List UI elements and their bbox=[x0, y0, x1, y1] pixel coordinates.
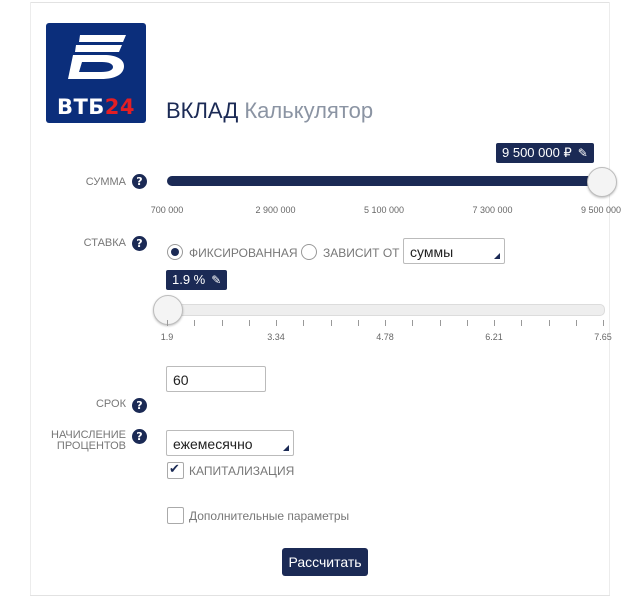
amount-tick-label: 9 500 000 bbox=[580, 205, 622, 215]
page-top-border bbox=[30, 2, 610, 3]
logo-text: ВТБ24 bbox=[56, 95, 136, 119]
calculate-button[interactable]: Рассчитать bbox=[282, 548, 368, 576]
title-sub: Калькулятор bbox=[244, 98, 374, 123]
select-arrow-icon bbox=[283, 445, 289, 451]
amount-label: СУММА bbox=[85, 176, 126, 188]
interest-frequency-value: ежемесячно bbox=[173, 436, 253, 452]
edit-icon[interactable]: ✎ bbox=[577, 146, 588, 160]
vtb24-logo: ВТБ24 bbox=[46, 23, 146, 123]
rate-tick-mark bbox=[167, 320, 168, 326]
rate-value: 1.9 % bbox=[172, 272, 206, 287]
rate-tick-mark bbox=[221, 320, 223, 326]
amount-value-badge[interactable]: 9 500 000 ₽ ✎ bbox=[496, 143, 594, 163]
amount-slider-fill bbox=[167, 176, 601, 186]
select-arrow-icon bbox=[494, 253, 500, 259]
additional-params-label[interactable]: Дополнительные параметры bbox=[189, 509, 350, 523]
rate-tick-mark bbox=[548, 320, 550, 326]
rate-tick-mark bbox=[603, 320, 604, 326]
rate-tick-mark bbox=[248, 320, 250, 326]
rate-tick-mark bbox=[439, 320, 441, 326]
rate-tick-mark bbox=[385, 320, 386, 326]
rate-tick-mark bbox=[494, 320, 495, 326]
amount-value: 9 500 000 ₽ bbox=[502, 145, 572, 160]
rate-slider-track[interactable] bbox=[167, 304, 605, 316]
rate-tick-mark bbox=[330, 320, 332, 326]
rate-fixed-label[interactable]: ФИКСИРОВАННАЯ bbox=[189, 246, 298, 260]
page-bottom-border bbox=[30, 595, 610, 596]
rate-tick-label: 1.9 bbox=[160, 332, 174, 342]
rate-tick-mark bbox=[276, 320, 277, 326]
term-input[interactable]: 60 bbox=[166, 366, 266, 392]
rate-tick-marks bbox=[167, 320, 604, 326]
interest-label: НАЧИСЛЕНИЕ ПРОЦЕНТОВ bbox=[51, 429, 126, 452]
rate-tick-mark bbox=[466, 320, 468, 326]
page-title: ВКЛАД Калькулятор bbox=[166, 98, 373, 124]
rate-tick-label: 4.78 bbox=[376, 332, 394, 342]
amount-tick-label: 5 100 000 bbox=[363, 205, 405, 215]
capitalization-checkbox[interactable] bbox=[167, 461, 184, 479]
amount-tick-label: 7 300 000 bbox=[472, 205, 513, 215]
rate-depends-select[interactable]: суммы bbox=[403, 238, 505, 264]
amount-tick-labels: 700 000 2 900 000 5 100 000 7 300 000 9 500 … bbox=[151, 205, 621, 217]
rate-depends-select-value: суммы bbox=[410, 244, 454, 260]
rate-value-badge[interactable]: 1.9 % ✎ bbox=[166, 270, 228, 290]
rate-tick-label: 6.21 bbox=[485, 332, 503, 342]
title-main: ВКЛАД bbox=[166, 98, 239, 123]
amount-slider-track[interactable] bbox=[167, 176, 601, 186]
vtb-flag-icon bbox=[68, 35, 126, 79]
amount-slider-handle[interactable] bbox=[587, 167, 617, 197]
rate-help-icon[interactable]: ? bbox=[132, 236, 147, 251]
rate-depends-radio[interactable] bbox=[301, 244, 317, 260]
capitalization-label[interactable]: КАПИТАЛИЗАЦИЯ bbox=[189, 464, 295, 478]
term-label: СРОК bbox=[95, 398, 126, 410]
rate-tick-label: 3.34 bbox=[267, 332, 285, 342]
additional-params-checkbox[interactable] bbox=[167, 507, 184, 524]
page-left-border bbox=[30, 2, 31, 596]
term-help-icon[interactable]: ? bbox=[132, 398, 147, 413]
rate-tick-mark bbox=[575, 320, 577, 326]
rate-tick-mark bbox=[521, 320, 523, 326]
rate-tick-mark bbox=[194, 320, 196, 326]
rate-tick-label: 7.65 bbox=[594, 332, 612, 342]
rate-tick-mark bbox=[303, 320, 305, 326]
rate-tick-mark bbox=[412, 320, 414, 326]
amount-help-icon[interactable]: ? bbox=[132, 174, 147, 189]
interest-frequency-select[interactable]: ежемесячно bbox=[166, 430, 294, 456]
rate-fixed-radio[interactable] bbox=[167, 244, 183, 260]
rate-label: СТАВКА bbox=[83, 237, 126, 249]
edit-icon[interactable]: ✎ bbox=[211, 273, 222, 287]
rate-tick-mark bbox=[357, 320, 359, 326]
page-right-border bbox=[609, 2, 610, 596]
amount-tick-label: 700 000 bbox=[150, 205, 184, 215]
interest-help-icon[interactable]: ? bbox=[132, 429, 147, 444]
amount-tick-label: 2 900 000 bbox=[255, 205, 296, 215]
rate-slider-handle[interactable] bbox=[153, 295, 183, 325]
rate-tick-labels: 1.9 3.34 4.78 6.21 7.65 bbox=[161, 332, 612, 344]
rate-depends-label[interactable]: ЗАВИСИТ ОТ bbox=[323, 246, 400, 260]
